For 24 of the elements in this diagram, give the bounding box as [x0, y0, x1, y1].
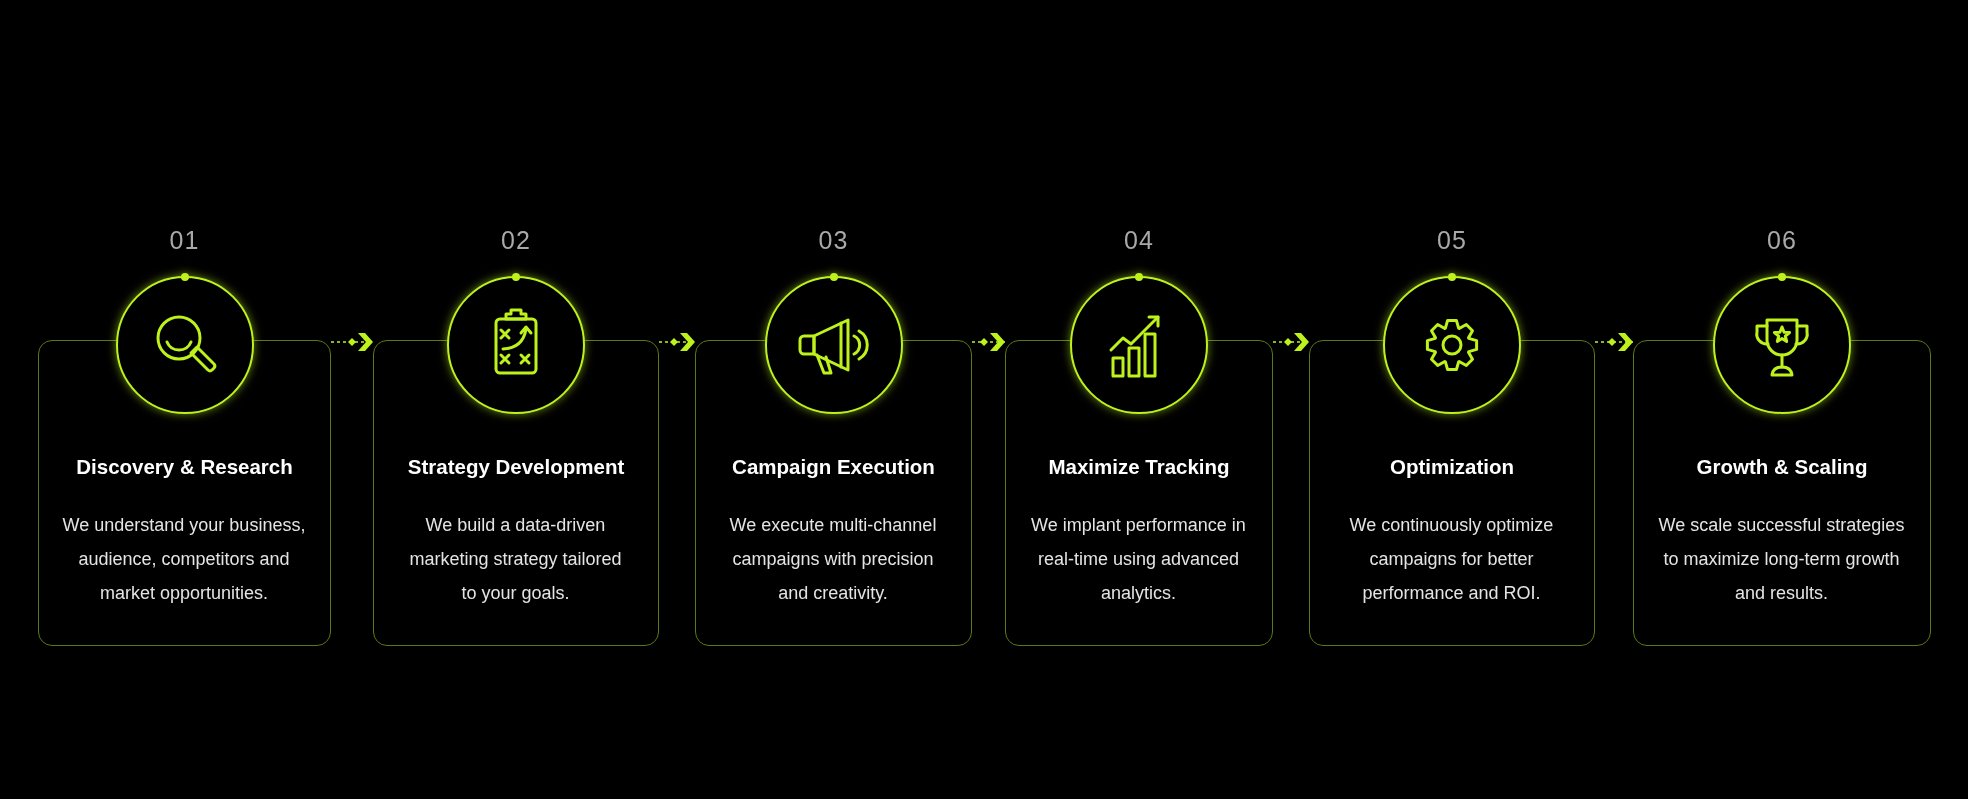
step-description: We implant performance in real-time using advanced analytics. — [1031, 515, 1246, 603]
step-card — [1005, 340, 1273, 646]
step-card — [1309, 340, 1595, 646]
step-number: 04 — [1124, 226, 1154, 255]
step-number: 03 — [818, 226, 849, 255]
step-description: We execute multi-channel campaigns with precision and creativity. — [729, 515, 937, 603]
step-description: We understand your business, audience, competitors and market opportunities. — [62, 515, 306, 603]
step-title: Discovery & Research — [76, 454, 293, 480]
step-description: We continuously optimize campaigns for better performance and ROI. — [1349, 515, 1554, 603]
step-title: Growth & Scaling — [1696, 454, 1868, 480]
step-description: We scale successful strategies to maximize long-term growth and results. — [1658, 515, 1905, 603]
step-card — [373, 340, 659, 646]
step-number: 02 — [501, 226, 531, 255]
step-card — [38, 340, 331, 646]
step-title: Maximize Tracking — [1048, 454, 1230, 480]
step-number: 05 — [1437, 226, 1467, 255]
step-number: 01 — [169, 226, 200, 255]
step-description: We build a data-driven marketing strategy tailored to your goals. — [409, 515, 622, 603]
step-card — [1633, 340, 1931, 646]
step-title: Campaign Execution — [732, 454, 935, 480]
step-card — [695, 340, 972, 646]
step-title: Strategy Development — [407, 454, 625, 480]
step-title: Optimization — [1389, 454, 1515, 480]
step-number: 06 — [1767, 226, 1797, 255]
